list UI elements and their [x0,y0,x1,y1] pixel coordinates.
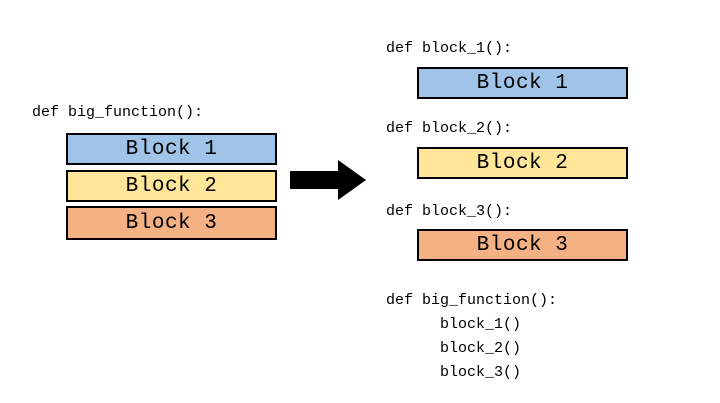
block-3-function-signature: def block_3(): [386,203,513,220]
left-block-2: Block 2 [66,170,277,202]
call-block-2: block_2() [440,340,522,357]
right-block-1: Block 1 [417,67,628,99]
refactored-big-function-signature: def big_function(): [386,292,558,309]
block-2-function-signature: def block_2(): [386,120,513,137]
left-block-1: Block 1 [66,133,277,165]
left-block-3: Block 3 [66,206,277,240]
right-arrow-icon [290,160,366,200]
big-function-signature: def big_function(): [32,104,204,121]
block-1-function-signature: def block_1(): [386,40,513,57]
call-block-3: block_3() [440,364,522,381]
call-block-1: block_1() [440,316,522,333]
right-block-3: Block 3 [417,229,628,261]
right-block-2: Block 2 [417,147,628,179]
